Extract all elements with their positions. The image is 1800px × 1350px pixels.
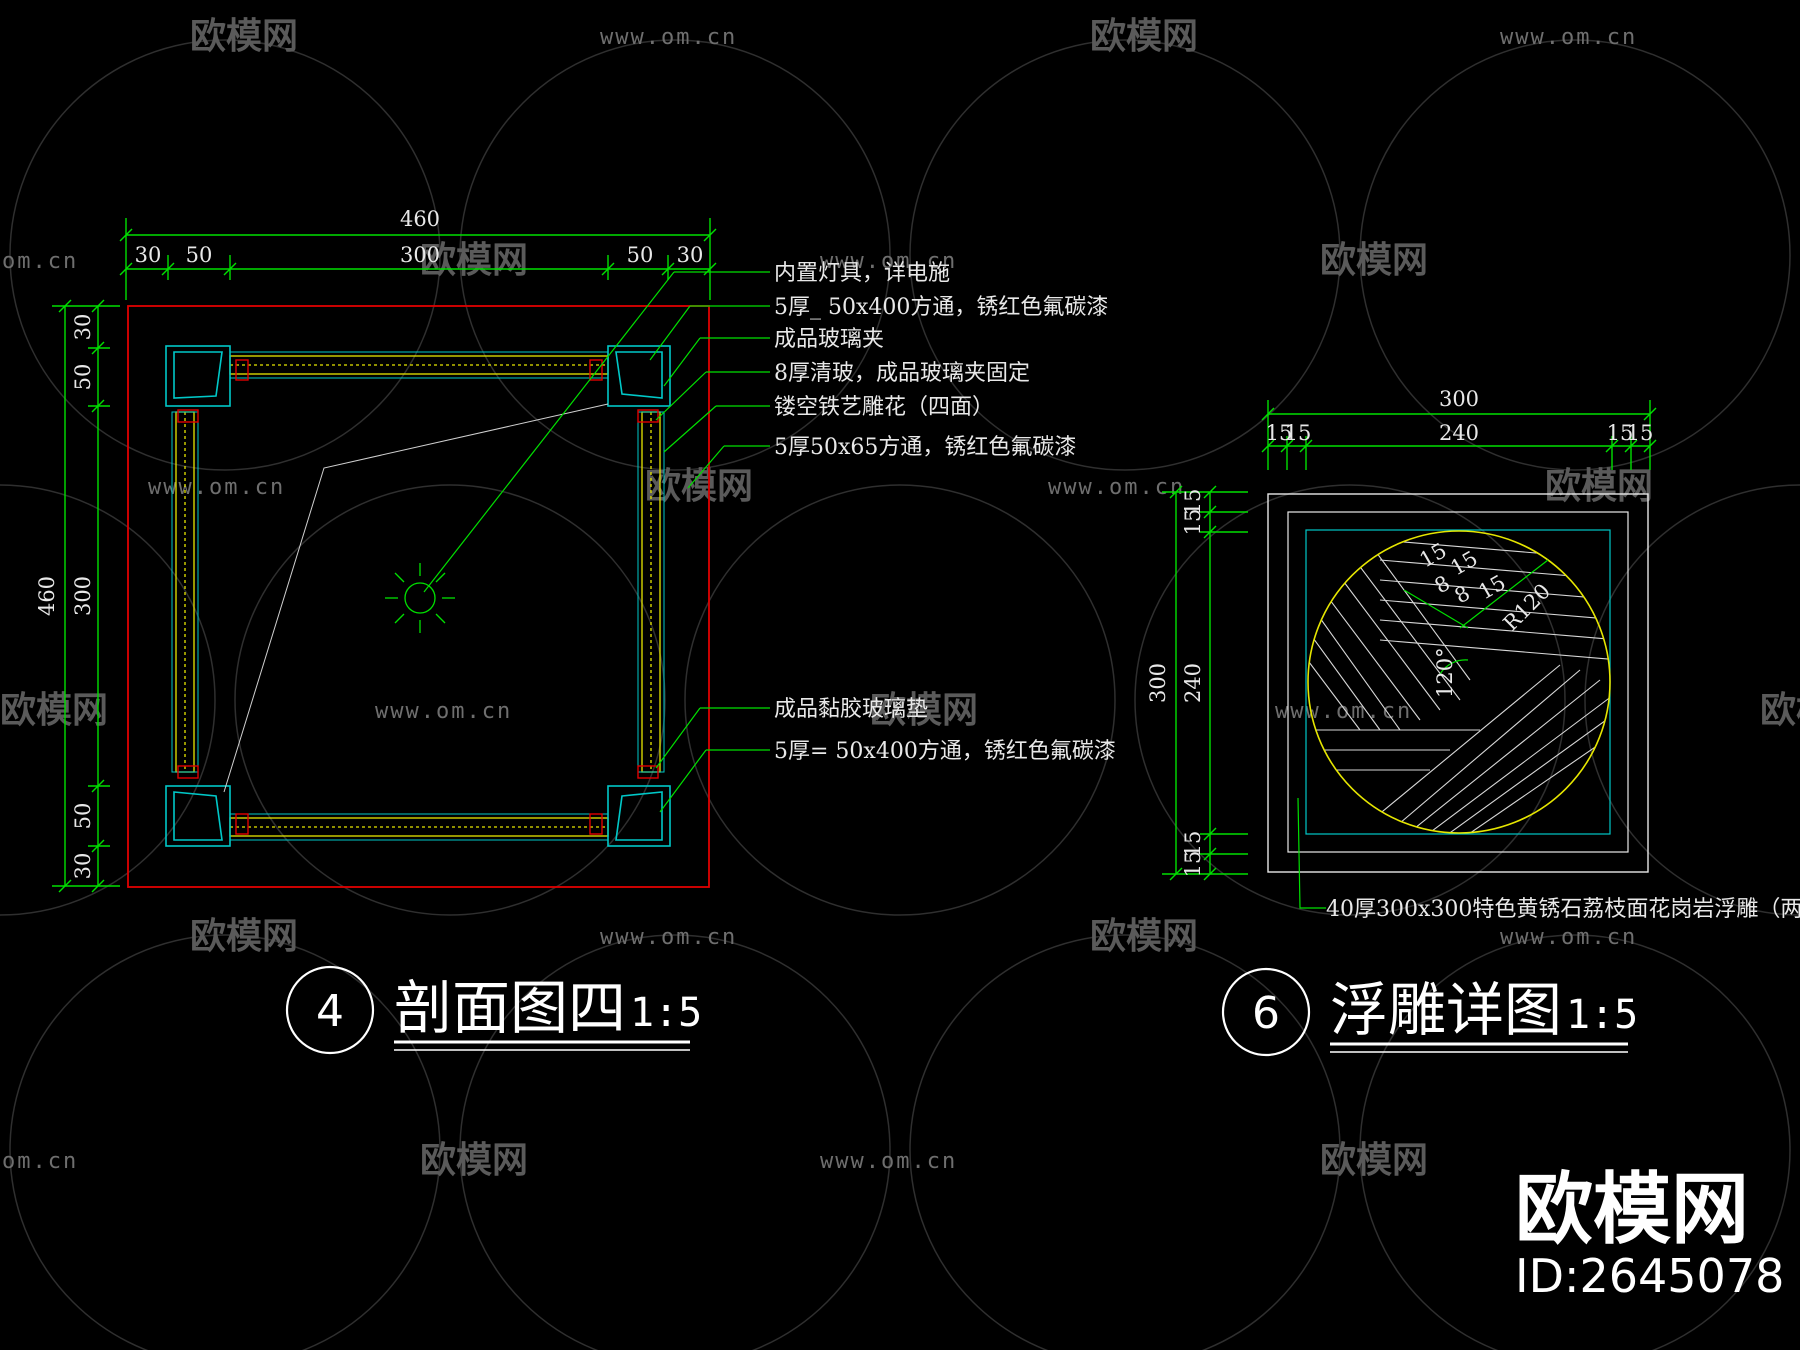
drawing-scale: 1:5 bbox=[1566, 992, 1638, 1038]
watermark-texts: 欧模网 www.om.cn 欧模网 www.om.cn om.cn 欧模网 ww… bbox=[0, 16, 1800, 1181]
dim-overall-height: 460 bbox=[35, 576, 59, 616]
section-4-drawing: 460 30 50 300 50 30 460 30 50 300 bbox=[35, 207, 1116, 1055]
watermark-url: www.om.cn bbox=[1275, 699, 1412, 724]
watermark-url: www.om.cn bbox=[600, 925, 737, 950]
section4-top-dimensions bbox=[119, 218, 717, 300]
note-iron-carving: 镂空铁艺雕花（四面） bbox=[774, 395, 994, 420]
dim-left-5: 30 bbox=[71, 853, 95, 880]
watermark-url: www.om.cn bbox=[820, 1149, 957, 1174]
watermark-brand: 欧模网 bbox=[1320, 240, 1428, 281]
note-light-fixture: 内置灯具，详电施 bbox=[774, 261, 950, 286]
watermark-url: www.om.cn bbox=[820, 249, 957, 274]
watermark-brand: 欧模网 bbox=[420, 240, 528, 281]
watermark-brand: 欧模网 bbox=[645, 466, 753, 507]
note-clear-glass: 8厚清玻，成品玻璃夹固定 bbox=[774, 361, 1030, 386]
watermark-id: ID:2645078 bbox=[1515, 1249, 1784, 1303]
dim-overall-width: 460 bbox=[400, 207, 440, 231]
watermark-url: www.om.cn bbox=[1500, 925, 1637, 950]
watermark-brand: 欧模网 bbox=[1090, 916, 1198, 957]
watermark-url: www.om.cn bbox=[375, 699, 512, 724]
watermark-brand: 欧模网 bbox=[190, 16, 298, 57]
relief-label-s2: 8 bbox=[1451, 581, 1475, 608]
section6-top-dimensions bbox=[1261, 400, 1657, 470]
note-glass-pad: 成品黏胶玻璃垫 bbox=[774, 697, 928, 722]
note-glass-clip: 成品玻璃夹 bbox=[774, 327, 884, 352]
dim-left-2: 50 bbox=[71, 364, 95, 391]
outer-frame bbox=[127, 305, 710, 888]
dim-top-mid: 240 bbox=[1439, 421, 1479, 445]
relief-inner-dimensions bbox=[1403, 559, 1549, 675]
watermark-url: www.om.cn bbox=[148, 475, 285, 500]
watermark-url: www.om.cn bbox=[600, 25, 737, 50]
watermark-brand: 欧模网 bbox=[0, 690, 108, 731]
section-6-drawing: 300 15 15 240 15 15 300 240 15 15 bbox=[1146, 387, 1800, 1057]
dim-left-bot-b: 15 bbox=[1181, 851, 1205, 878]
dim-left-top-a: 15 bbox=[1181, 489, 1205, 516]
relief-label-l3: 15 bbox=[1475, 570, 1510, 604]
relief-label-s1: 8 bbox=[1431, 571, 1455, 598]
relief-middle-frame bbox=[1287, 511, 1629, 853]
note-tube-50x400-b: 5厚= 50x400方通，锈红色氟碳漆 bbox=[774, 739, 1116, 764]
section4-left-dimensions bbox=[52, 299, 120, 893]
dim-left-3: 300 bbox=[71, 576, 95, 616]
note-tube-50x400: 5厚_ 50x400方通，锈红色氟碳漆 bbox=[774, 295, 1108, 320]
dim-left-bot-a: 15 bbox=[1181, 831, 1205, 858]
relief-note: 40厚300x300特色黄锈石荔枝面花岗岩浮雕（两面 bbox=[1326, 897, 1800, 922]
title-number: 6 bbox=[1252, 988, 1280, 1039]
relief-note-leader bbox=[1297, 797, 1326, 909]
drawing-title: 剖面图四 bbox=[394, 974, 626, 1042]
light-fixture-symbol bbox=[385, 563, 455, 633]
dim-top-d: 15 bbox=[1627, 421, 1654, 445]
dim-overall-height: 300 bbox=[1146, 663, 1170, 703]
relief-label-angle: 120° bbox=[1433, 647, 1457, 698]
relief-label-l2: 15 bbox=[1447, 546, 1482, 580]
watermark-url: www.om.cn bbox=[1048, 475, 1185, 500]
drawing-title: 浮雕详图 bbox=[1330, 976, 1562, 1044]
section6-left-dimensions bbox=[1162, 485, 1248, 881]
corner-tubes bbox=[165, 345, 671, 847]
title-circle bbox=[285, 965, 375, 1055]
title-number: 4 bbox=[316, 986, 344, 1037]
watermark-brand: 欧模网 bbox=[1545, 466, 1653, 507]
dim-top-1: 30 bbox=[135, 243, 162, 267]
dim-top-2: 50 bbox=[186, 243, 213, 267]
dim-left-top-b: 15 bbox=[1181, 509, 1205, 536]
dim-left-4: 50 bbox=[71, 803, 95, 830]
watermark-url: om.cn bbox=[2, 249, 78, 274]
leader-lines bbox=[423, 271, 770, 813]
dim-top-3: 300 bbox=[400, 243, 440, 267]
watermark-brand: 欧模网 bbox=[1090, 16, 1198, 57]
drawing-scale: 1:5 bbox=[630, 990, 702, 1036]
wire-line bbox=[223, 403, 609, 793]
watermark-brand: 欧模网 bbox=[870, 690, 978, 731]
dim-left-1: 30 bbox=[71, 314, 95, 341]
watermark-brand: 欧模网 bbox=[1760, 690, 1800, 731]
dim-top-4: 50 bbox=[627, 243, 654, 267]
watermark-url: om.cn bbox=[2, 1149, 78, 1174]
watermark-brand: 欧模网 bbox=[190, 916, 298, 957]
watermark-brand: 欧模网 bbox=[1320, 1140, 1428, 1181]
dim-top-c: 15 bbox=[1607, 421, 1634, 445]
relief-disc bbox=[1307, 530, 1611, 834]
dim-top-b: 15 bbox=[1285, 421, 1312, 445]
note-tube-50x65: 5厚50x65方通，锈红色氟碳漆 bbox=[774, 435, 1076, 460]
watermark-url: www.om.cn bbox=[1500, 25, 1637, 50]
relief-outer-frame bbox=[1267, 493, 1649, 873]
dim-top-5: 30 bbox=[677, 243, 704, 267]
glass-clips bbox=[177, 359, 659, 835]
glass-panels bbox=[175, 355, 661, 837]
dim-top-a: 15 bbox=[1266, 421, 1293, 445]
watermark-brand: 欧模网 bbox=[420, 1140, 528, 1181]
dim-left-mid: 240 bbox=[1181, 663, 1205, 703]
dim-overall-width: 300 bbox=[1439, 387, 1479, 411]
title-circle bbox=[1221, 967, 1311, 1057]
watermark-big-logo: 欧模网 bbox=[1515, 1165, 1749, 1255]
watermark-arcs bbox=[0, 39, 1800, 1350]
